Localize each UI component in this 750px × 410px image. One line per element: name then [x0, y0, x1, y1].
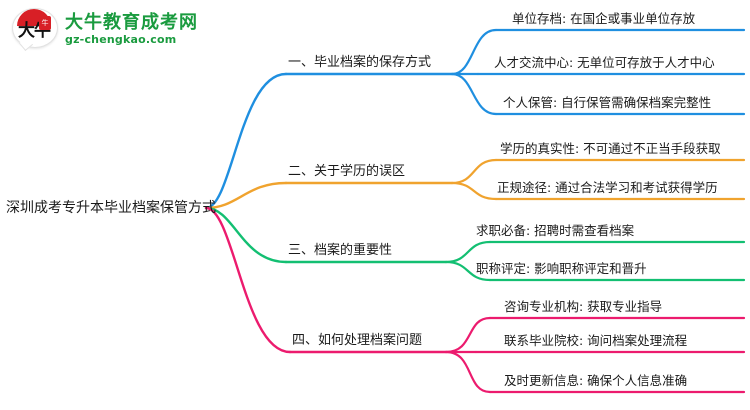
connector-root-branch-4	[204, 206, 292, 354]
logo-mark-icon: 大牛 牛	[12, 6, 58, 52]
mindmap-leaf-4-2[interactable]: 联系毕业院校: 询问档案处理流程	[504, 333, 688, 348]
connector-branch-1-leaf-3	[450, 72, 498, 116]
mindmap-leaf-1-2[interactable]: 人才交流中心: 无单位可存放于人才中心	[494, 55, 715, 70]
connector-branch-2-leaf-2	[450, 181, 498, 201]
mindmap-leaf-3-2[interactable]: 职称评定: 影响职称评定和晋升	[476, 261, 647, 276]
logo-badge-text: 牛	[41, 19, 49, 27]
mindmap-branch-3[interactable]: 三、档案的重要性	[288, 243, 393, 258]
mindmap-leaf-2-2[interactable]: 正规途径: 通过合法学习和考试获得学历	[497, 180, 718, 195]
mindmap-root-node[interactable]: 深圳成考专升本毕业档案保管方式	[6, 200, 216, 216]
mindmap-leaf-3-1[interactable]: 求职必备: 招聘时需查看档案	[476, 223, 635, 238]
mindmap-branch-1[interactable]: 一、毕业档案的保存方式	[288, 55, 432, 70]
connector-branch-4-leaf-1	[444, 316, 492, 354]
mindmap-branch-4[interactable]: 四、如何处理档案问题	[292, 333, 423, 348]
mindmap-leaf-1-3[interactable]: 个人保管: 自行保管需确保档案完整性	[503, 95, 712, 110]
connector-branch-4-leaf-3	[444, 350, 492, 394]
logo-title: 大牛教育成考网	[65, 11, 198, 33]
connector-branch-3-leaf-2	[444, 260, 492, 282]
connector-branch-3-leaf-1	[444, 240, 492, 264]
connector-root-branch-1	[204, 72, 288, 210]
mindmap-leaf-4-1[interactable]: 咨询专业机构: 获取专业指导	[504, 299, 663, 314]
logo-badge: 牛	[39, 16, 51, 30]
mindmap-leaf-1-1[interactable]: 单位存档: 在国企或事业单位存放	[512, 11, 696, 26]
connector-branch-2-leaf-1	[450, 158, 498, 185]
mindmap-leaf-4-3[interactable]: 及时更新信息: 确保个人信息准确	[504, 373, 688, 388]
mindmap-leaf-2-1[interactable]: 学历的真实性: 不可通过不正当手段获取	[500, 141, 721, 156]
mindmap-branch-2[interactable]: 二、关于学历的误区	[288, 164, 406, 179]
connector-root-branch-3	[204, 206, 288, 264]
logo-subtitle: gz-chengkao.com	[65, 32, 177, 46]
connector-branch-1-leaf-1	[450, 28, 498, 76]
connector-root-branch-2	[204, 181, 288, 210]
site-logo[interactable]: 大牛 牛 大牛教育成考网 gz-chengkao.com	[12, 6, 198, 52]
logo-text-block: 大牛教育成考网 gz-chengkao.com	[65, 11, 198, 46]
